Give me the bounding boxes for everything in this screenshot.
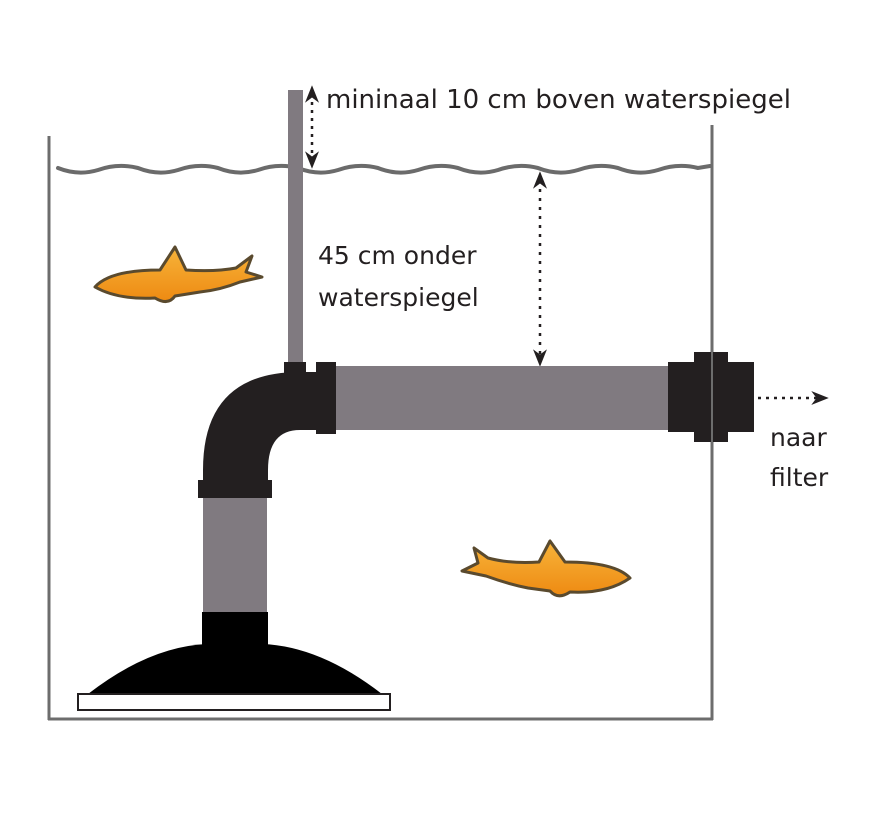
outlet-label-line2: filter — [770, 463, 829, 492]
fish-upper — [93, 245, 264, 303]
vertical-pipe — [203, 494, 267, 616]
vent-height-label: mininaal 10 cm boven waterspiegel — [326, 85, 791, 115]
elbow-fitting — [198, 362, 336, 498]
wall-bulkhead — [668, 352, 754, 442]
drain-base-plate — [77, 693, 391, 711]
water-surface — [56, 163, 712, 175]
fish-lower — [460, 539, 632, 598]
depth-label-line1: 45 cm onder — [318, 241, 477, 270]
vent-pipe — [288, 90, 303, 368]
horizontal-pipe — [330, 366, 675, 430]
bottom-drain-dome — [77, 612, 391, 711]
outlet-label-line1: naar — [770, 423, 827, 452]
depth-label-line2: waterspiegel — [318, 283, 479, 312]
